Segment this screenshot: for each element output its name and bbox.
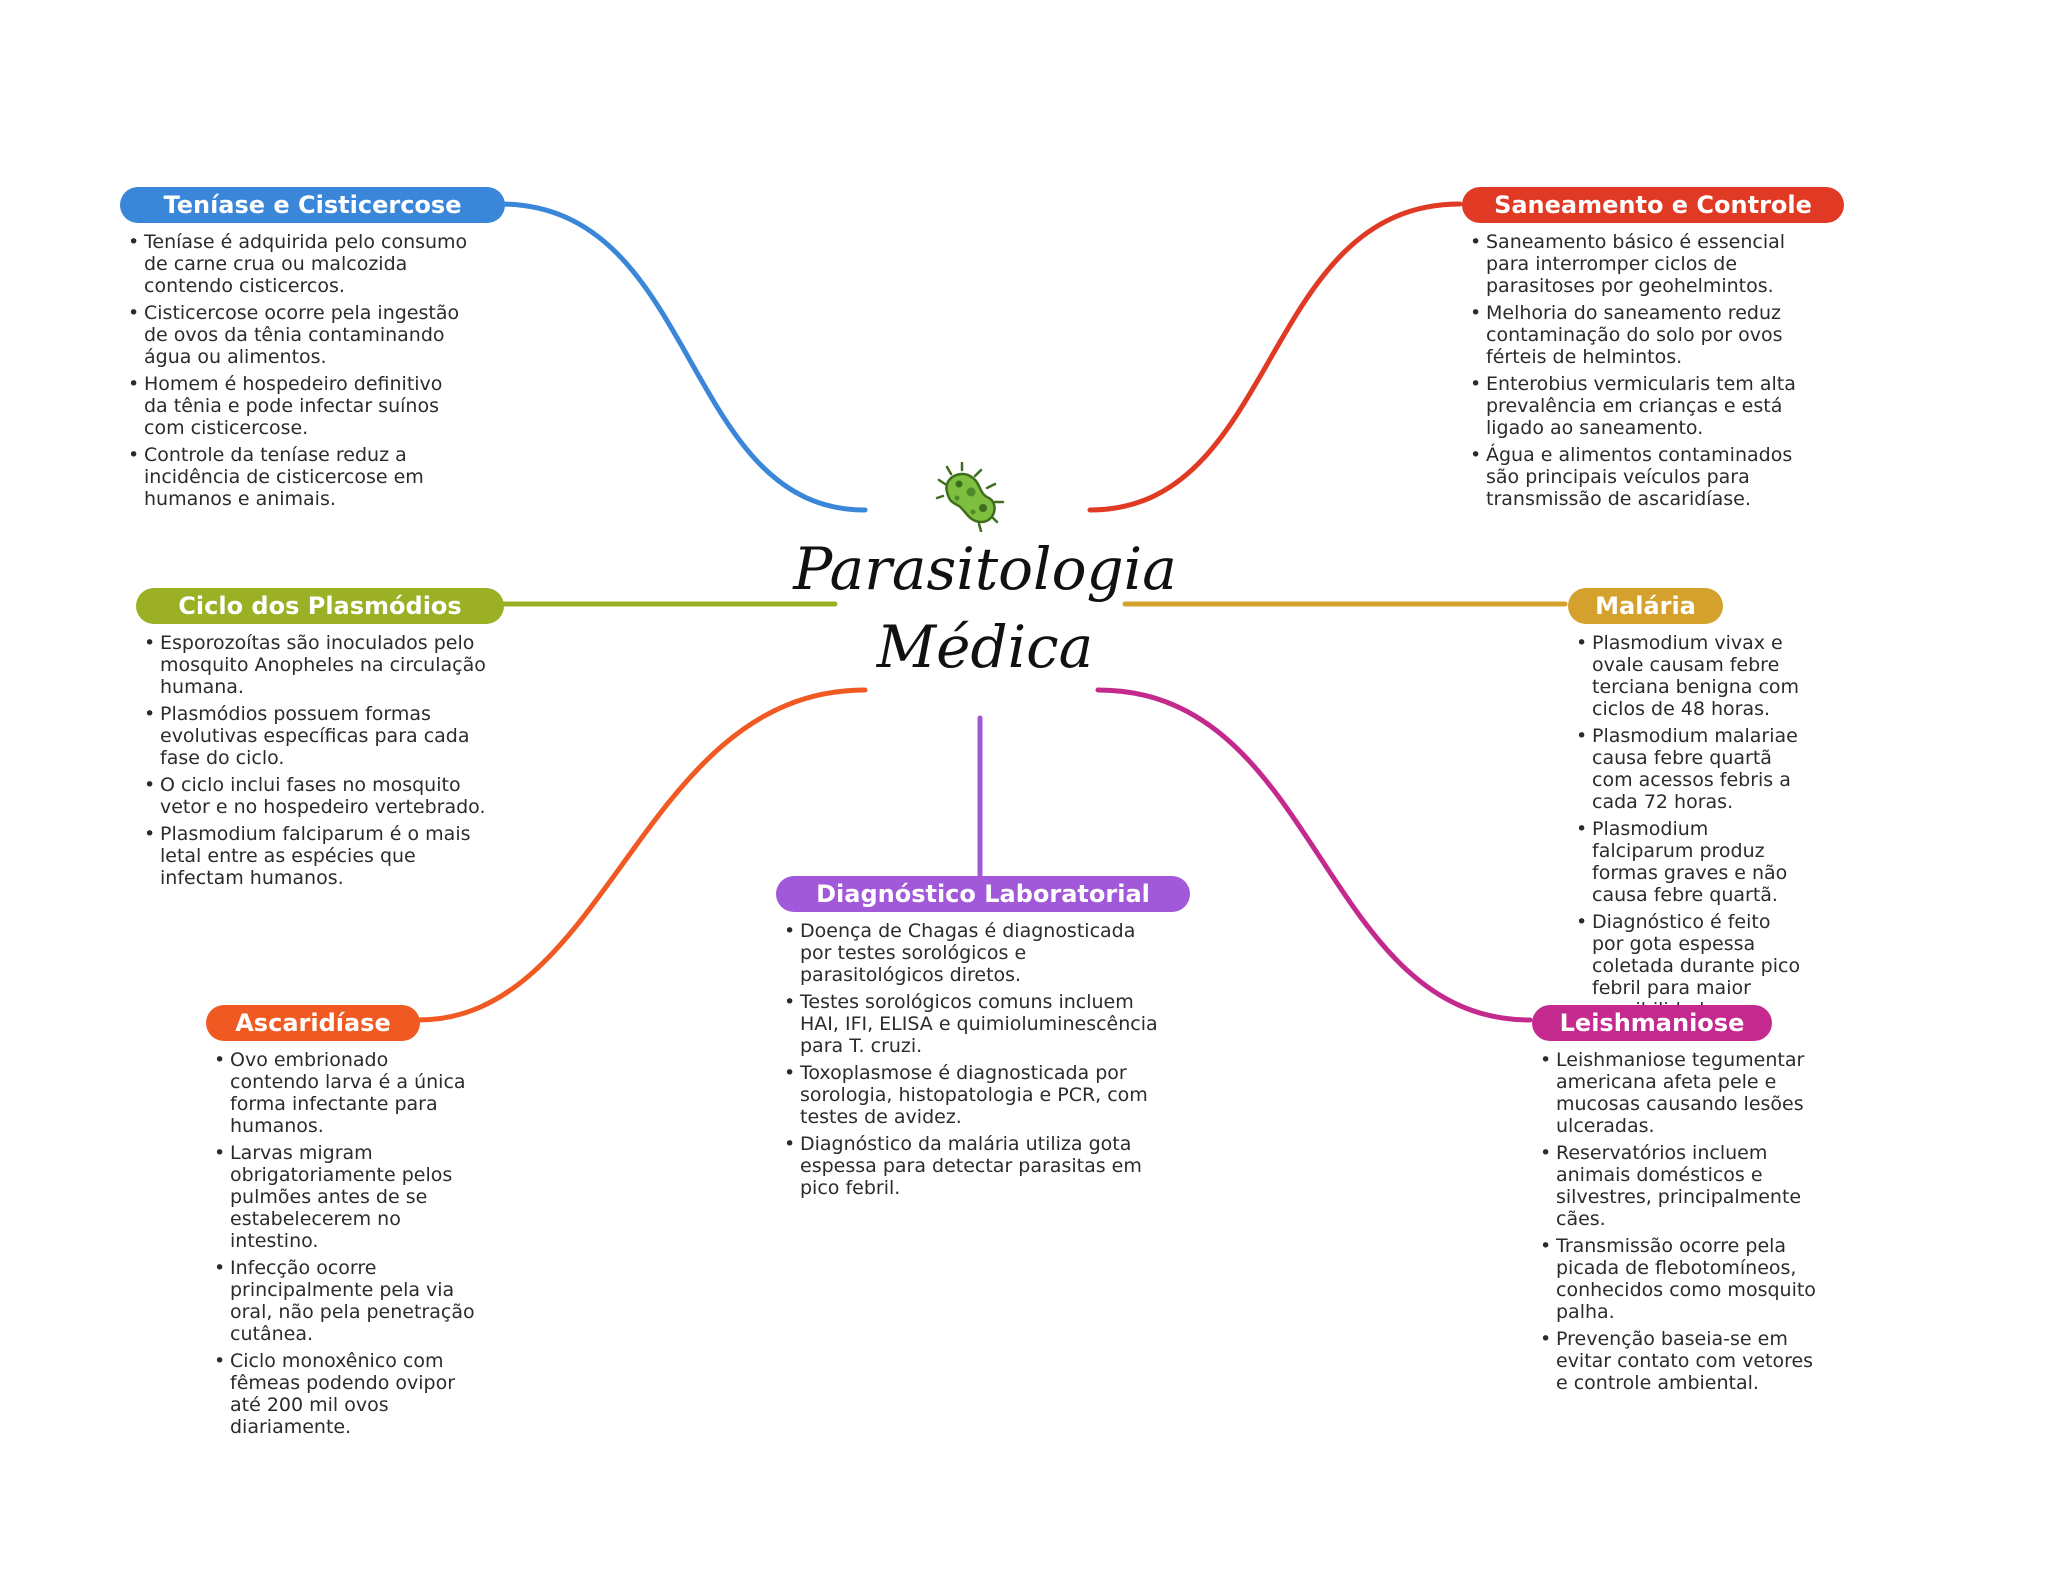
- branch-notes-leishmaniose: Leishmaniose tegumentar americana afeta …: [1538, 1049, 1828, 1399]
- branch-title-teniase[interactable]: Teníase e Cisticercose: [120, 187, 505, 223]
- branch-notes-teniase: Teníase é adquirida pelo consumo de carn…: [126, 231, 471, 515]
- branch-title-ciclo[interactable]: Ciclo dos Plasmódios: [136, 588, 504, 624]
- note-item: Plasmodium malariae causa febre quartã c…: [1574, 725, 1804, 813]
- branch-title-ascaridiase[interactable]: Ascaridíase: [206, 1005, 420, 1041]
- note-item: Controle da teníase reduz a incidência d…: [126, 444, 471, 510]
- note-item: Leishmaniose tegumentar americana afeta …: [1538, 1049, 1828, 1137]
- note-item: O ciclo inclui fases no mosquito vetor e…: [142, 774, 502, 818]
- note-item: Enterobius vermicularis tem alta prevalê…: [1468, 373, 1813, 439]
- microbe-icon: [935, 462, 1005, 532]
- branch-title-malaria[interactable]: Malária: [1568, 588, 1723, 624]
- connector-teniase: [497, 201, 868, 513]
- branch-notes-malaria: Plasmodium vivax e ovale causam febre te…: [1574, 632, 1804, 1026]
- connector-ascaridiase: [415, 687, 868, 1023]
- note-item: Prevenção baseia-se em evitar contato co…: [1538, 1328, 1828, 1394]
- note-item: Plasmodium falciparum produz formas grav…: [1574, 818, 1804, 906]
- note-item: Ciclo monoxênico com fêmeas podendo ovip…: [212, 1350, 477, 1438]
- branch-notes-ascaridiase: Ovo embrionado contendo larva é a única …: [212, 1049, 477, 1443]
- branch-title-saneamento[interactable]: Saneamento e Controle: [1462, 187, 1844, 223]
- connector-leishmaniose: [1095, 687, 1533, 1023]
- note-item: Plasmodium vivax e ovale causam febre te…: [1574, 632, 1804, 720]
- note-item: Transmissão ocorre pela picada de flebot…: [1538, 1235, 1828, 1323]
- note-item: Testes sorológicos comuns incluem HAI, I…: [782, 991, 1172, 1057]
- note-item: Reservatórios incluem animais domésticos…: [1538, 1142, 1828, 1230]
- connector-saneamento: [1087, 201, 1463, 513]
- central-title-line1: Parasitologia: [793, 535, 1177, 603]
- note-item: Plasmódios possuem formas evolutivas esp…: [142, 703, 502, 769]
- note-item: Teníase é adquirida pelo consumo de carn…: [126, 231, 471, 297]
- note-item: Larvas migram obrigatoriamente pelos pul…: [212, 1142, 477, 1252]
- note-item: Toxoplasmose é diagnosticada por sorolog…: [782, 1062, 1172, 1128]
- branch-title-diagnostico[interactable]: Diagnóstico Laboratorial: [776, 876, 1190, 912]
- note-item: Ovo embrionado contendo larva é a única …: [212, 1049, 477, 1137]
- branch-notes-ciclo: Esporozoítas são inoculados pelo mosquit…: [142, 632, 502, 894]
- note-item: Esporozoítas são inoculados pelo mosquit…: [142, 632, 502, 698]
- note-item: Melhoria do saneamento reduz contaminaçã…: [1468, 302, 1813, 368]
- branch-notes-diagnostico: Doença de Chagas é diagnosticada por tes…: [782, 920, 1172, 1204]
- central-topic: Parasitologia Médica: [790, 530, 1180, 686]
- note-item: Diagnóstico da malária utiliza gota espe…: [782, 1133, 1172, 1199]
- note-item: Saneamento básico é essencial para inter…: [1468, 231, 1813, 297]
- note-item: Homem é hospedeiro definitivo da tênia e…: [126, 373, 471, 439]
- note-item: Doença de Chagas é diagnosticada por tes…: [782, 920, 1172, 986]
- note-item: Plasmodium falciparum é o mais letal ent…: [142, 823, 502, 889]
- note-item: Cisticercose ocorre pela ingestão de ovo…: [126, 302, 471, 368]
- note-item: Infecção ocorre principalmente pela via …: [212, 1257, 477, 1345]
- branch-notes-saneamento: Saneamento básico é essencial para inter…: [1468, 231, 1813, 515]
- central-title-line2: Médica: [876, 613, 1094, 681]
- branch-title-leishmaniose[interactable]: Leishmaniose: [1532, 1005, 1772, 1041]
- note-item: Água e alimentos contaminados são princi…: [1468, 444, 1813, 510]
